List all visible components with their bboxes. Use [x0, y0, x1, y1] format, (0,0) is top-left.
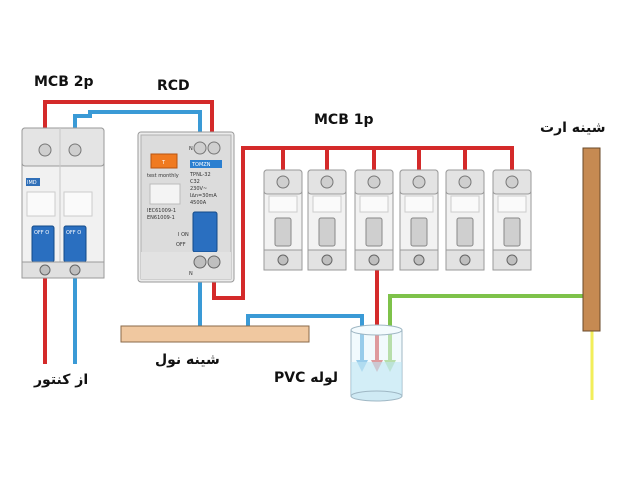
- rcd-brand: TOMZN: [191, 162, 211, 168]
- earth-busbar: [582, 147, 601, 332]
- mcb-1p-toggle-3[interactable]: [365, 217, 383, 247]
- mcb-1p-toggle-1[interactable]: [274, 217, 292, 247]
- mcb-2p-off-right: OFF O: [66, 230, 81, 236]
- label-pvc-pipe: لوله PVC: [274, 370, 339, 386]
- mcb-1p-breaker-6[interactable]: [492, 169, 532, 271]
- phase-wire-rcd-to-bus: [212, 146, 514, 300]
- mcb-1p-breaker-4[interactable]: [399, 169, 439, 271]
- mcb-1p-toggle-6[interactable]: [503, 217, 521, 247]
- mcb-1p-breaker-2[interactable]: [307, 169, 347, 271]
- mcb-1p-group: [263, 169, 532, 271]
- label-neutral-bus: شینه نول: [155, 352, 220, 368]
- mcb-2p-brand: IMD: [27, 180, 37, 186]
- pvc-pipe: [350, 324, 403, 402]
- mcb-1p-breaker-5[interactable]: [445, 169, 485, 271]
- mcb-2p-off-left: OFF O: [34, 230, 49, 236]
- rcd-spec-1: 230V~: [190, 186, 207, 192]
- rcd-off-mark: OFF: [176, 242, 186, 248]
- rcd-model: TPNL-32: [189, 172, 211, 178]
- rcd-spec-3: 4500A: [190, 200, 207, 206]
- phase-wire-mcb2p-to-rcd: [43, 100, 214, 142]
- rcd-device[interactable]: N T TOMZN TPNL-32 C32 230V~ I∆n=30mA 450…: [137, 131, 235, 283]
- rcd-spec-2: I∆n=30mA: [190, 193, 217, 199]
- label-mcb-1p: MCB 1p: [314, 112, 374, 128]
- rcd-toggle[interactable]: [192, 211, 218, 253]
- rcd-std-1: IEC61009-1: [147, 208, 176, 214]
- mcb-1p-toggle-4[interactable]: [410, 217, 428, 247]
- mcb-1p-breaker-3[interactable]: [354, 169, 394, 271]
- label-rcd: RCD: [157, 78, 190, 94]
- mcb-1p-toggle-2[interactable]: [318, 217, 336, 247]
- rcd-test-note: test monthly: [147, 173, 179, 179]
- rcd-terminal-n-bottom: N: [189, 271, 193, 277]
- earth-wire-rod-to-pvc: [388, 294, 594, 364]
- mcb-1p-toggle-5[interactable]: [456, 217, 474, 247]
- rcd-on-mark: I ON: [178, 232, 189, 238]
- rcd-btn-t: T: [161, 160, 166, 166]
- earth-wires: [388, 294, 594, 364]
- mcb-2p-breaker[interactable]: IMD OFF O OFF O: [21, 127, 105, 279]
- rcd-rating: C32: [190, 179, 200, 185]
- mcb-1p-breaker-1[interactable]: [263, 169, 303, 271]
- label-from-meter: از کنتور: [34, 372, 89, 388]
- neutral-busbar: [120, 325, 310, 343]
- label-mcb-2p: MCB 2p: [34, 74, 94, 90]
- rcd-std-2: EN61009-1: [147, 215, 175, 221]
- rcd-terminal-n-top: N: [189, 146, 193, 152]
- rcd-test-button[interactable]: [150, 153, 178, 169]
- label-earth-bus: شینه ارت: [540, 120, 606, 136]
- neutral-wire-mcb2p-to-rcd: [73, 110, 202, 142]
